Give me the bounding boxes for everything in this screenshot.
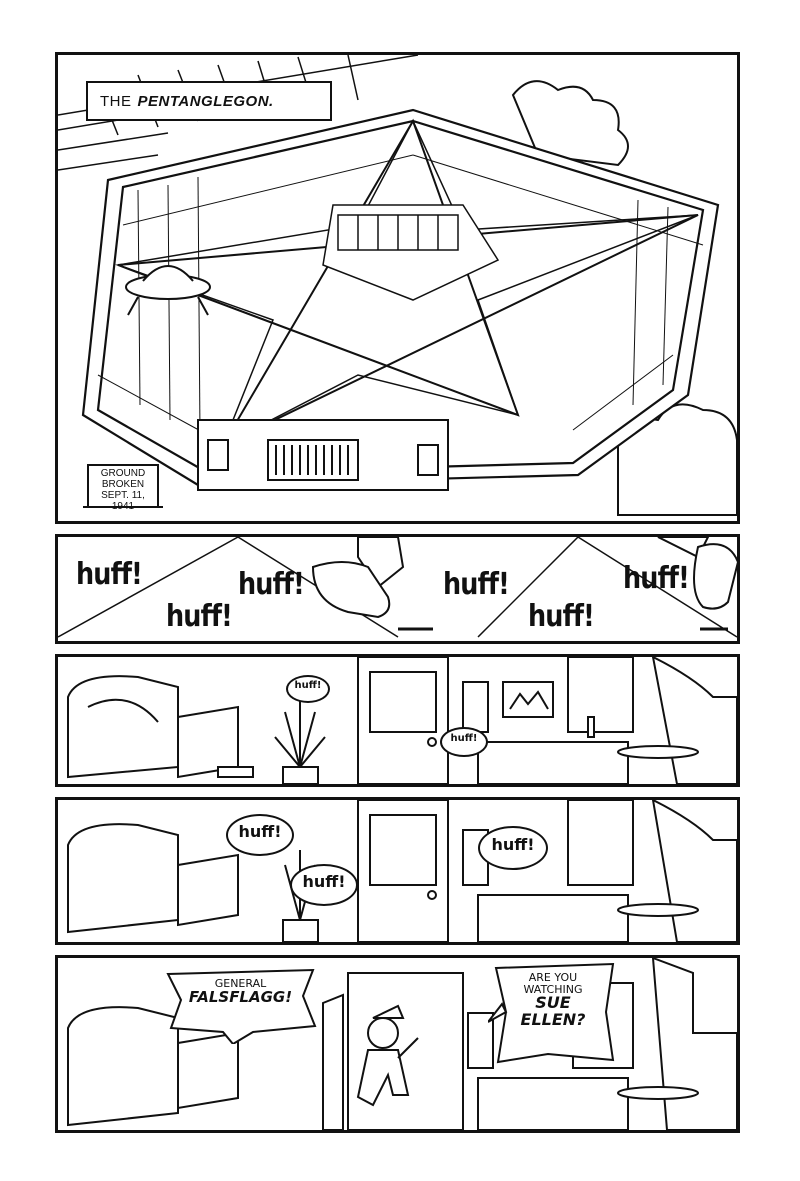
flying-saucer-icon xyxy=(125,265,211,316)
balloon-right-text: ARE YOU WATCHING SUE ELLEN? xyxy=(500,972,606,1029)
pentanglegon-illustration xyxy=(58,55,737,516)
speech-bubble xyxy=(286,675,330,703)
balloon-right-line-1: ARE YOU xyxy=(528,971,578,984)
bubble-text: huff! xyxy=(294,680,322,691)
speech-bubble xyxy=(290,864,358,906)
speech-bubble xyxy=(440,727,488,757)
panel-lieutenant: GENERAL FALSFLAGG! ARE YOU WATCHING SUE … xyxy=(55,955,740,1133)
speech-balloon-right xyxy=(488,962,615,1064)
sfx-huff: huff! xyxy=(528,599,595,634)
speech-bubble xyxy=(226,814,294,856)
balloon-left-line-1: GENERAL xyxy=(214,977,267,990)
plant-pot xyxy=(282,766,319,784)
panel-pentanglegon: THE PENTANGLEGON. GROUND BROKEN SEPT. 11… xyxy=(55,52,740,524)
balloon-left-text: GENERAL FALSFLAGG! xyxy=(173,978,308,1005)
footsteps-illustration xyxy=(58,537,737,638)
lieutenant-head xyxy=(367,1017,399,1049)
balloon-right-line-4: ELLEN? xyxy=(520,1009,586,1029)
speech-balloon-left xyxy=(166,968,317,1044)
caption-box: THE PENTANGLEGON. xyxy=(86,81,332,121)
bubble-text: huff! xyxy=(491,835,535,854)
panel-office-1: huff! huff! xyxy=(55,654,740,787)
office-illustration xyxy=(67,657,737,784)
bubble-text: huff! xyxy=(302,872,346,891)
caption-prefix: THE xyxy=(100,92,132,110)
sfx-huff: huff! xyxy=(76,557,143,592)
shoe-icon xyxy=(311,537,405,619)
sfx-huff: huff! xyxy=(166,599,233,634)
balloon-right-line-2: WATCHING xyxy=(523,982,583,996)
sfx-huff: huff! xyxy=(443,567,510,602)
bubble-text: huff! xyxy=(450,733,478,744)
lieutenant-illustration xyxy=(67,958,737,1130)
balloon-right-line-3: SUE xyxy=(535,993,571,1013)
sfx-huff: huff! xyxy=(238,567,305,602)
armchair-back xyxy=(67,675,179,779)
panel-office-2: huff! huff! huff! xyxy=(55,797,740,945)
plaque-line-1: GROUND xyxy=(100,468,146,479)
plaque-line-2: BROKEN xyxy=(101,479,145,490)
shoe-icon xyxy=(657,537,737,610)
plaque-text: GROUND BROKEN SEPT. 11, 1941 xyxy=(90,468,156,512)
plaque-line-3: SEPT. 11, 1941 xyxy=(101,490,145,512)
caption-name: PENTANGLEGON. xyxy=(137,92,274,110)
bubble-text: huff! xyxy=(238,822,282,841)
panel-footsteps: huff! huff! huff! huff! huff! huff! xyxy=(55,534,740,644)
balloon-left-line-2: FALSFLAGG! xyxy=(188,987,293,1006)
sfx-huff: huff! xyxy=(623,561,690,596)
ground-plaque xyxy=(87,464,159,508)
office-illustration xyxy=(67,800,737,942)
speech-bubble xyxy=(478,826,548,870)
